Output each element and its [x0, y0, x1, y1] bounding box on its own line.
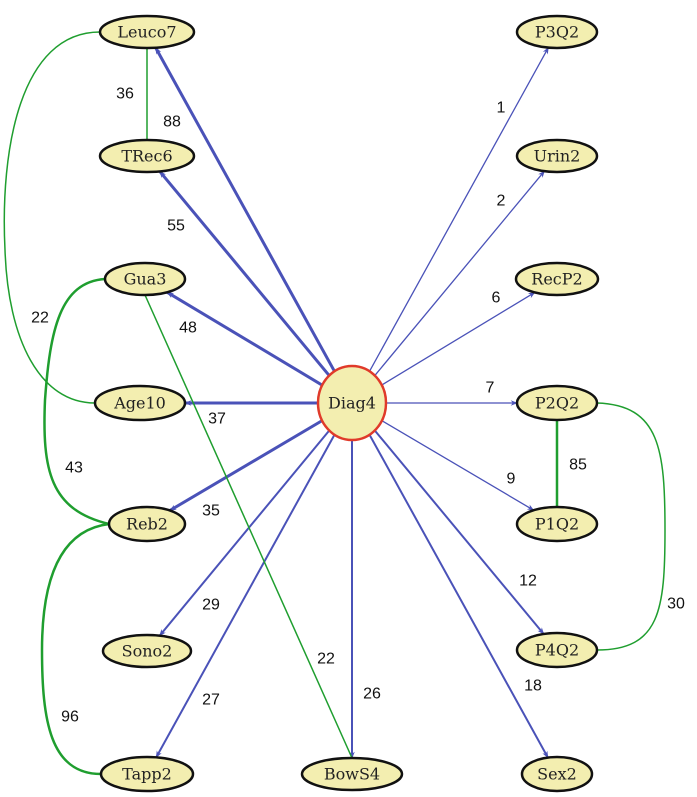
node-ellipse: [99, 755, 195, 793]
node-urin2[interactable]: Urin2: [515, 138, 599, 174]
edge-weight-label: 88: [163, 114, 181, 131]
node-ellipse: [515, 138, 599, 174]
edge-p2q2-p4q2: [596, 402, 666, 651]
edge-diag4-p3q2: [368, 47, 549, 372]
edge-diag4-p4q2: [374, 429, 545, 635]
node-sono2[interactable]: Sono2: [101, 633, 193, 669]
node-p1q2[interactable]: P1Q2: [515, 505, 599, 543]
edge-weight-label: 35: [202, 503, 220, 520]
node-ellipse: [316, 364, 388, 442]
node-ellipse: [515, 14, 599, 50]
node-ellipse: [107, 505, 187, 543]
node-label: Gua3: [124, 270, 167, 289]
edge-weight-label: 96: [61, 709, 79, 726]
node-ellipse: [515, 384, 599, 422]
edge-diag4-gua3: [166, 291, 323, 387]
node-label: Leuco7: [117, 23, 176, 42]
node-label: BowS4: [324, 765, 380, 784]
node-ellipse: [98, 138, 196, 174]
node-ellipse: [515, 631, 599, 669]
edge-diag4-sex2: [368, 434, 549, 759]
node-label: RecP2: [531, 270, 582, 289]
edge-weight-label: 2: [497, 193, 506, 210]
node-label: P3Q2: [535, 23, 579, 42]
node-sex2[interactable]: Sex2: [520, 755, 594, 793]
edge-weight-label: 30: [667, 596, 685, 613]
node-ellipse: [515, 505, 599, 543]
edge-weight-label: 55: [167, 218, 185, 235]
edge-weight-label: 48: [179, 320, 197, 337]
edge-diag4-tapp2: [155, 434, 336, 758]
edge-weight-label: 29: [202, 597, 220, 614]
node-diag4[interactable]: Diag4: [316, 364, 388, 442]
edge-weight-label: 7: [486, 380, 495, 397]
node-label: TRec6: [121, 147, 172, 166]
node-label: Sex2: [537, 765, 577, 784]
node-ellipse: [520, 755, 594, 793]
edge-weight-label: 22: [317, 651, 335, 668]
node-p4q2[interactable]: P4Q2: [515, 631, 599, 669]
edge-weight-label: 27: [202, 692, 220, 709]
edge-diag4-recp2: [381, 291, 536, 386]
node-label: P1Q2: [535, 515, 579, 534]
edge-weight-label: 6: [492, 290, 501, 307]
node-ellipse: [514, 261, 600, 297]
edge-diag4-reb2: [169, 419, 323, 512]
node-label: Diag4: [328, 394, 376, 413]
node-ellipse: [98, 14, 196, 50]
edge-diag4-sono2: [158, 429, 331, 637]
node-label: P4Q2: [535, 641, 579, 660]
edge-diag4-p1q2: [381, 420, 535, 511]
node-label: Urin2: [534, 147, 581, 166]
edge-weight-label: 18: [524, 678, 542, 695]
edge-weight-label: 85: [569, 457, 587, 474]
node-label: Reb2: [126, 515, 168, 534]
node-label: Sono2: [122, 642, 173, 661]
node-label: Tapp2: [122, 765, 172, 784]
node-age10[interactable]: Age10: [93, 384, 187, 422]
node-tapp2[interactable]: Tapp2: [99, 755, 195, 793]
node-gua3[interactable]: Gua3: [103, 261, 187, 297]
edge-weight-label: 26: [363, 686, 381, 703]
node-recp2[interactable]: RecP2: [514, 261, 600, 297]
edge-weight-label: 1: [497, 100, 506, 117]
node-ellipse: [300, 756, 404, 792]
edge-weight-label: 22: [31, 310, 49, 327]
node-ellipse: [103, 261, 187, 297]
edge-gua3-bows4: [144, 294, 353, 759]
node-p2q2[interactable]: P2Q2: [515, 384, 599, 422]
node-label: Age10: [113, 394, 166, 413]
node-ellipse: [101, 633, 193, 669]
edge-weight-label: 12: [519, 573, 537, 590]
edge-reb2-tapp2: [40, 522, 110, 776]
node-reb2[interactable]: Reb2: [107, 505, 187, 543]
edge-diag4-urin2: [374, 170, 545, 376]
node-p3q2[interactable]: P3Q2: [515, 14, 599, 50]
node-trec6[interactable]: TRec6: [98, 138, 196, 174]
edge-weight-label: 43: [65, 460, 83, 477]
edge-weight-label: 9: [507, 471, 516, 488]
node-leuco7[interactable]: Leuco7: [98, 14, 196, 50]
edge-gua3-reb2: [43, 277, 110, 526]
edge-diag4-trec6: [158, 170, 331, 377]
node-label: P2Q2: [535, 394, 579, 413]
node-bows4[interactable]: BowS4: [300, 756, 404, 792]
edge-diag4-leuco7: [154, 46, 336, 373]
node-ellipse: [93, 384, 187, 422]
edge-weight-label: 36: [116, 86, 134, 103]
edge-weight-label: 37: [208, 411, 226, 428]
